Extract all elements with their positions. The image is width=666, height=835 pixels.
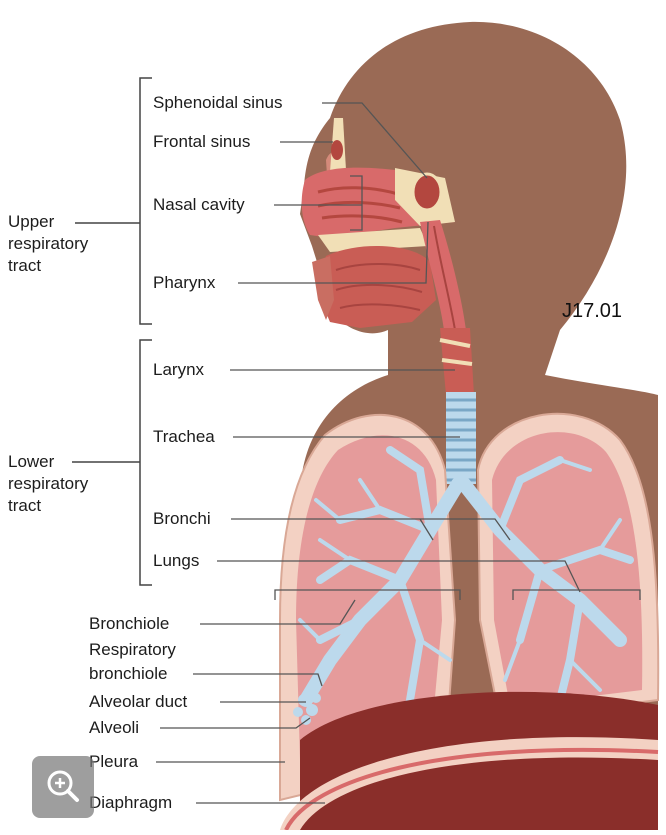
zoom-in-icon <box>32 756 94 818</box>
label-bronchi: Bronchi <box>153 509 211 529</box>
group-label-line: respiratory <box>8 233 88 255</box>
lower-respiratory-tract-label: Lower respiratory tract <box>8 451 88 517</box>
figure-code: J17.01 <box>562 300 622 323</box>
zoom-button[interactable] <box>32 756 94 818</box>
upper-respiratory-tract-label: Upper respiratory tract <box>8 211 88 277</box>
label-frontal-sinus: Frontal sinus <box>153 132 250 152</box>
label-sphenoidal-sinus: Sphenoidal sinus <box>153 93 282 113</box>
label-alveoli: Alveoli <box>89 718 139 738</box>
label-nasal-cavity: Nasal cavity <box>153 195 245 215</box>
group-label-line: Upper <box>8 211 88 233</box>
label-respiratory-bronchiole-line1: Respiratory <box>89 640 176 660</box>
label-pleura: Pleura <box>89 752 138 772</box>
group-label-line: tract <box>8 495 88 517</box>
group-label-line: tract <box>8 255 88 277</box>
label-bronchiole: Bronchiole <box>89 614 169 634</box>
tongue <box>321 246 436 328</box>
frontal-sinus-cavity <box>331 140 343 160</box>
trachea-shape <box>446 392 476 484</box>
group-label-line: respiratory <box>8 473 88 495</box>
sphenoidal-sinus-shape <box>413 174 441 210</box>
label-lungs: Lungs <box>153 551 199 571</box>
label-alveolar-duct: Alveolar duct <box>89 692 187 712</box>
label-trachea: Trachea <box>153 427 215 447</box>
label-diaphragm: Diaphragm <box>89 793 172 813</box>
group-label-line: Lower <box>8 451 88 473</box>
label-pharynx: Pharynx <box>153 273 215 293</box>
label-respiratory-bronchiole-line2: bronchiole <box>89 664 167 684</box>
label-larynx: Larynx <box>153 360 204 380</box>
